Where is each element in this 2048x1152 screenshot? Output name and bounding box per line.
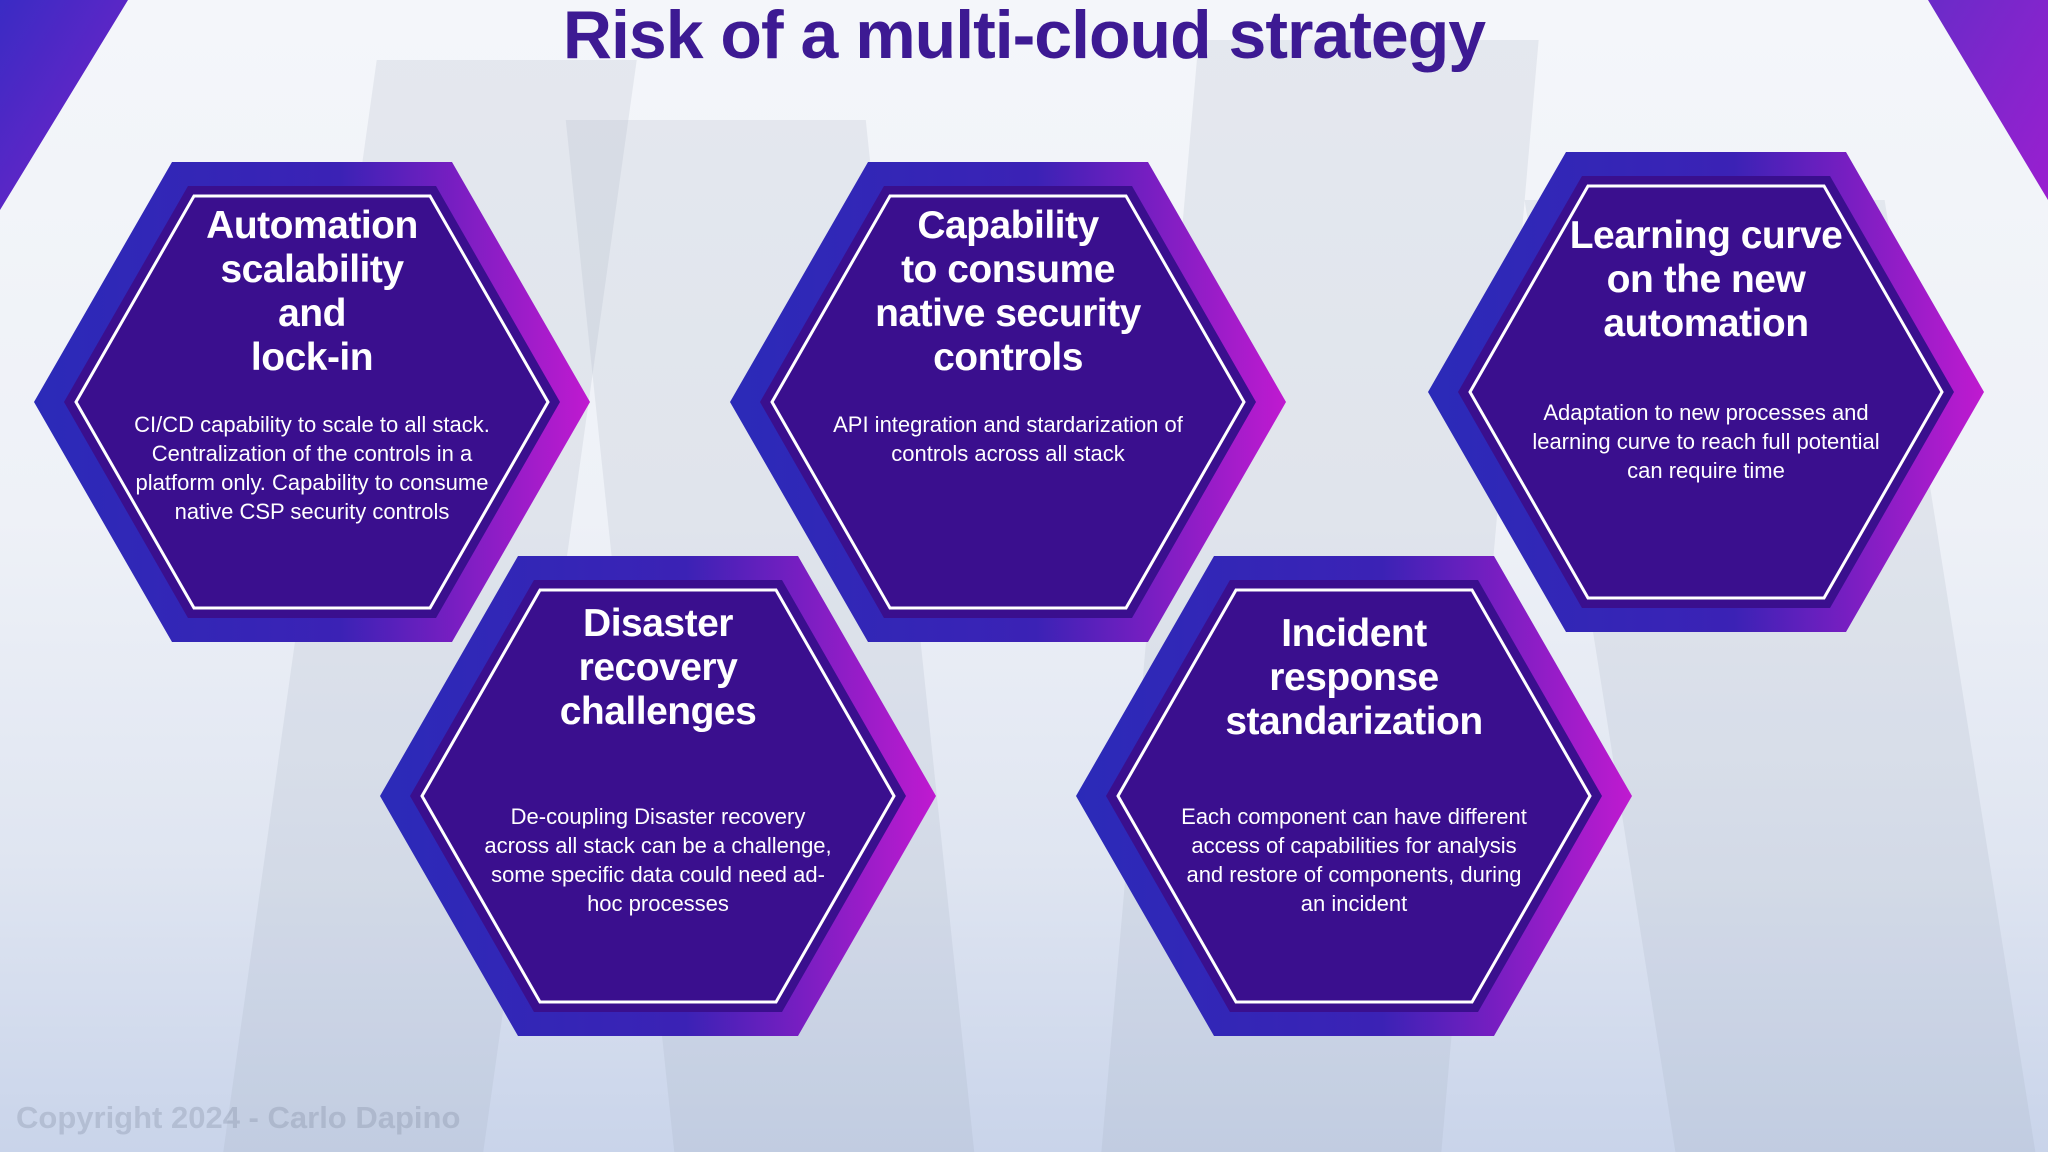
hexagon-incident-response: Incident response standarization Each co… [1074, 554, 1634, 1038]
hexagon-learning-curve: Learning curve on the new automation Ada… [1426, 150, 1986, 634]
hexagon-shape [1428, 152, 1984, 632]
hexagon-title: Incident response standarization [1225, 612, 1483, 743]
hexagon-shape [34, 162, 590, 642]
hexagon-description: API integration and stardarization of co… [833, 412, 1183, 466]
hexagon-title: Disaster recovery challenges [559, 602, 757, 733]
copyright-watermark: Copyright 2024 - Carlo Dapino [16, 1100, 461, 1135]
hexagon-description: De-coupling Disaster recovery across all… [484, 804, 832, 916]
page-title: Risk of a multi-cloud strategy [562, 0, 1486, 73]
corner-decoration-right [1928, 0, 2048, 200]
hexagon-title: Learning curve on the new automation [1569, 214, 1843, 345]
hexagon-title: Automation scalability and lock-in [206, 204, 418, 379]
hexagon-description: Adaptation to new processes and learning… [1532, 400, 1880, 483]
hexagon-description: CI/CD capability to scale to all stack. … [134, 412, 490, 524]
hexagon-shape [1076, 556, 1632, 1036]
hexagon-disaster-recovery: Disaster recovery challenges De-coupling… [378, 554, 938, 1038]
corner-decoration-left [0, 0, 128, 210]
hexagon-shape [730, 162, 1286, 642]
hexagon-automation-scalability: Automation scalability and lock-in CI/CD… [32, 160, 592, 644]
hexagon-native-security-controls: Capability to consume native security co… [728, 160, 1288, 644]
hexagon-shape [380, 556, 936, 1036]
hexagon-description: Each component can have different access… [1181, 804, 1527, 916]
hexagon-title: Capability to consume native security co… [875, 204, 1141, 379]
